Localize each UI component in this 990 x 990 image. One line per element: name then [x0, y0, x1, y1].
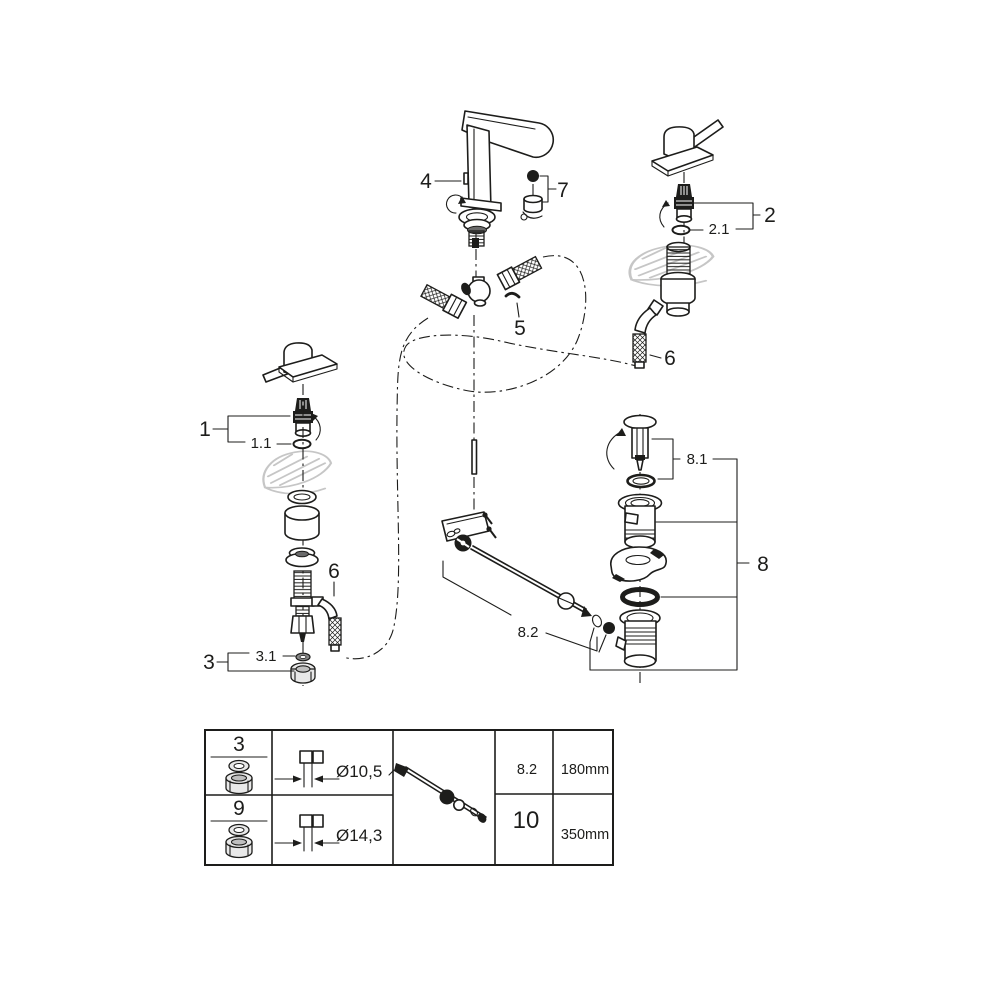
callout-5: 5	[514, 317, 526, 340]
callout-7: 7	[557, 179, 569, 202]
callout-8-2: 8.2	[518, 624, 539, 641]
callout-8-1: 8.1	[687, 451, 708, 468]
callout-1-1: 1.1	[251, 435, 272, 452]
callout-6-right: 6	[664, 347, 676, 370]
t-connector-assembly: 5	[420, 238, 543, 340]
diameter-value: Ø14,3	[336, 826, 382, 845]
callout-8: 8	[757, 553, 769, 576]
aerator-assembly: 7	[520, 170, 569, 221]
handle-left-assembly: 1 1.1	[199, 342, 338, 452]
callout-3-1: 3.1	[256, 648, 277, 665]
table-length-row1: 180mm	[561, 762, 609, 778]
valve-left-stack: 6 3 3.1	[203, 384, 342, 686]
callout-1: 1	[199, 418, 211, 441]
faucet-spout-assembly: 4	[420, 110, 555, 277]
diameter-value: Ø10,5	[336, 762, 382, 781]
spec-table: 3 9 Ø10,5	[204, 729, 614, 866]
table-ref-row2: 10	[513, 807, 540, 834]
pull-rod	[471, 315, 478, 533]
nut-icon	[225, 771, 253, 795]
popup-waste-assembly: 8.1 8	[589, 414, 769, 684]
table-length-row2: 350mm	[561, 827, 609, 843]
handle-right-assembly: 2 2.1	[651, 119, 776, 246]
nut-icon	[225, 835, 253, 859]
table-ref-row1: 8.2	[517, 762, 537, 778]
hose-diameter-row2: Ø14,3	[274, 814, 382, 852]
table-part-label-row1: 3	[233, 733, 245, 756]
callout-3: 3	[203, 651, 215, 674]
callout-4: 4	[420, 170, 432, 193]
hose-routing-lines	[342, 255, 637, 660]
callout-2-1: 2.1	[709, 221, 730, 238]
valve-right-assembly: 6	[632, 241, 696, 370]
callout-6-left: 6	[328, 560, 340, 583]
hose-diameter-row1: Ø10,5	[274, 750, 382, 788]
table-part-label-row2: 9	[233, 797, 245, 820]
callout-2: 2	[764, 204, 776, 227]
eco-leaf-watermark-left	[262, 450, 333, 495]
popup-rod-linkage: 8.2	[441, 511, 598, 652]
rod-drawing	[388, 763, 487, 823]
